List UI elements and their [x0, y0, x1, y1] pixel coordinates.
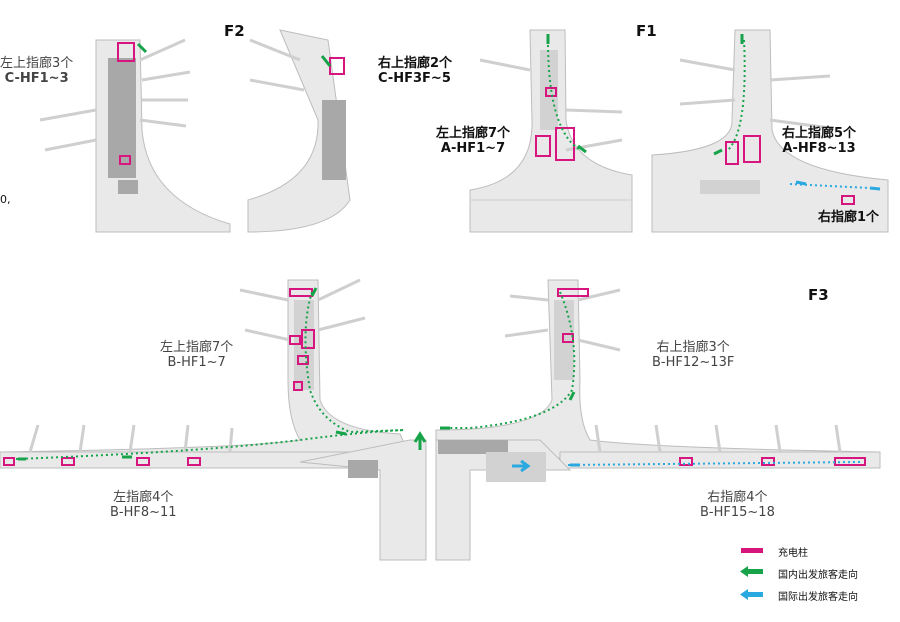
edge-mark: 0, — [0, 193, 11, 206]
f3-upper-left-pier-code: B-HF1~7 — [167, 355, 226, 370]
f1-right-pier-label: 右上指廊5个 A-HF8~13 — [782, 126, 856, 156]
f3-upper-left-pier-title: 左上指廊7个 — [160, 340, 234, 355]
f2-left-pier-label: 左上指廊3个 C-HF1~3 — [0, 56, 73, 86]
floor-label-f1: F1 — [636, 22, 657, 40]
legend-row-domestic: 国内出发旅客走向 — [740, 562, 858, 584]
f3-right-pier-code: B-HF15~18 — [700, 505, 775, 520]
f3-right-pier-title: 右指廊4个 — [707, 490, 768, 505]
f3-upper-right-pier-label: 右上指廊3个 B-HF12~13F — [652, 340, 734, 370]
f2-map-panel — [39, 29, 351, 233]
legend-row-charger: 充电柱 — [740, 540, 858, 562]
f2-right-pier-label: 右上指廊2个 C-HF3F~5 — [378, 56, 452, 86]
legend-domestic-label: 国内出发旅客走向 — [778, 569, 858, 581]
f1-map-panel — [469, 29, 889, 233]
floor-label-f2: F2 — [224, 22, 245, 40]
legend-symbols — [740, 548, 763, 600]
f3-left-pier-label: 左指廊4个 B-HF8~11 — [110, 490, 177, 520]
magenta-bar-icon — [741, 548, 763, 553]
f1-right-single-pier-label: 右指廊1个 — [818, 210, 880, 225]
f2-right-pier-title: 右上指廊2个 — [378, 56, 453, 71]
green-arrow-icon — [740, 566, 763, 577]
f3-left-pier-code: B-HF8~11 — [110, 505, 177, 520]
f3-map-panel — [0, 278, 881, 561]
f2-right-pier-code: C-HF3F~5 — [378, 71, 451, 86]
legend-charger-label: 充电柱 — [778, 547, 808, 559]
f3-upper-right-pier-code: B-HF12~13F — [652, 355, 735, 370]
f3-upper-left-pier-label: 左上指廊7个 B-HF1~7 — [160, 340, 233, 370]
map-legend: 充电柱 国内出发旅客走向 国际出发旅客走向 — [740, 540, 858, 606]
f1-right-pier-code: A-HF8~13 — [782, 141, 856, 156]
f3-upper-right-pier-title: 右上指廊3个 — [656, 340, 730, 355]
f1-right-pier-title: 右上指廊5个 — [782, 126, 857, 141]
blue-arrow-icon — [740, 589, 763, 600]
legend-row-international: 国际出发旅客走向 — [740, 584, 858, 606]
legend-international-label: 国际出发旅客走向 — [778, 591, 858, 603]
f2-left-pier-title: 左上指廊3个 — [0, 56, 74, 71]
floor-label-f3: F3 — [808, 286, 829, 304]
f3-right-pier-label: 右指廊4个 B-HF15~18 — [700, 490, 775, 520]
f1-left-pier-title: 左上指廊7个 — [436, 126, 511, 141]
f3-left-pier-title: 左指廊4个 — [113, 490, 174, 505]
f2-left-pier-code: C-HF1~3 — [4, 71, 69, 86]
f1-left-pier-label: 左上指廊7个 A-HF1~7 — [436, 126, 510, 156]
f1-left-pier-code: A-HF1~7 — [440, 141, 506, 156]
